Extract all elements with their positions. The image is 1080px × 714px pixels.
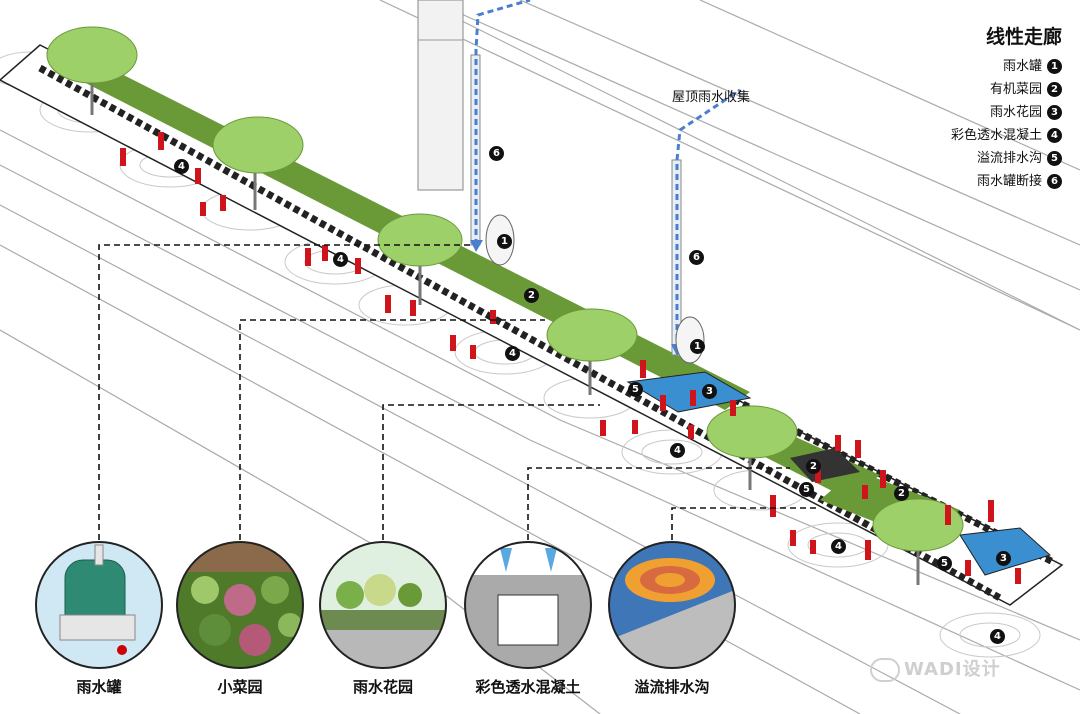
marker-2: 2 <box>524 288 539 303</box>
trees <box>46 26 964 585</box>
marker-3: 3 <box>996 551 1011 566</box>
legend-number: 3 <box>1047 105 1062 120</box>
detail-circle-permeable-concrete <box>465 542 591 668</box>
marker-5: 5 <box>628 382 643 397</box>
marker-1: 1 <box>497 234 512 249</box>
caption-overflow-drain: 溢流排水沟 <box>634 678 710 696</box>
watermark: WADI设计 <box>870 655 1001 682</box>
detail-circle-overflow-drain <box>609 542 735 668</box>
callout-leaders <box>98 244 820 540</box>
caption-rain-barrel: 雨水罐 <box>76 678 122 696</box>
wechat-icon <box>870 658 900 682</box>
marker-2: 2 <box>894 486 909 501</box>
marker-4: 4 <box>333 252 348 267</box>
marker-5: 5 <box>937 556 952 571</box>
legend-number: 4 <box>1047 128 1062 143</box>
marker-6: 6 <box>489 146 504 161</box>
downspouts <box>470 0 741 356</box>
legend-title: 线性走廊 <box>985 26 1062 48</box>
marker-2: 2 <box>806 459 821 474</box>
people <box>120 132 1021 584</box>
detail-circle-rain-barrel <box>36 542 162 668</box>
legend-number: 1 <box>1047 59 1062 74</box>
marker-4: 4 <box>990 629 1005 644</box>
legend-number: 6 <box>1047 174 1062 189</box>
roof-rain-label: 屋顶雨水收集 <box>672 90 751 105</box>
marker-4: 4 <box>174 159 189 174</box>
legend-number: 5 <box>1047 151 1062 166</box>
caption-rain-garden: 雨水花园 <box>352 678 413 696</box>
marker-3: 3 <box>702 384 717 399</box>
marker-4: 4 <box>831 539 846 554</box>
caption-permeable-concrete: 彩色透水混凝土 <box>475 678 581 696</box>
detail-circle-rain-garden <box>320 542 446 668</box>
marker-5: 5 <box>799 482 814 497</box>
marker-4: 4 <box>505 346 520 361</box>
detail-circle-garden <box>177 542 303 668</box>
marker-1: 1 <box>690 339 705 354</box>
caption-small-garden: 小菜园 <box>217 678 263 696</box>
legend-number: 2 <box>1047 82 1062 97</box>
marker-4: 4 <box>670 443 685 458</box>
marker-6: 6 <box>689 250 704 265</box>
